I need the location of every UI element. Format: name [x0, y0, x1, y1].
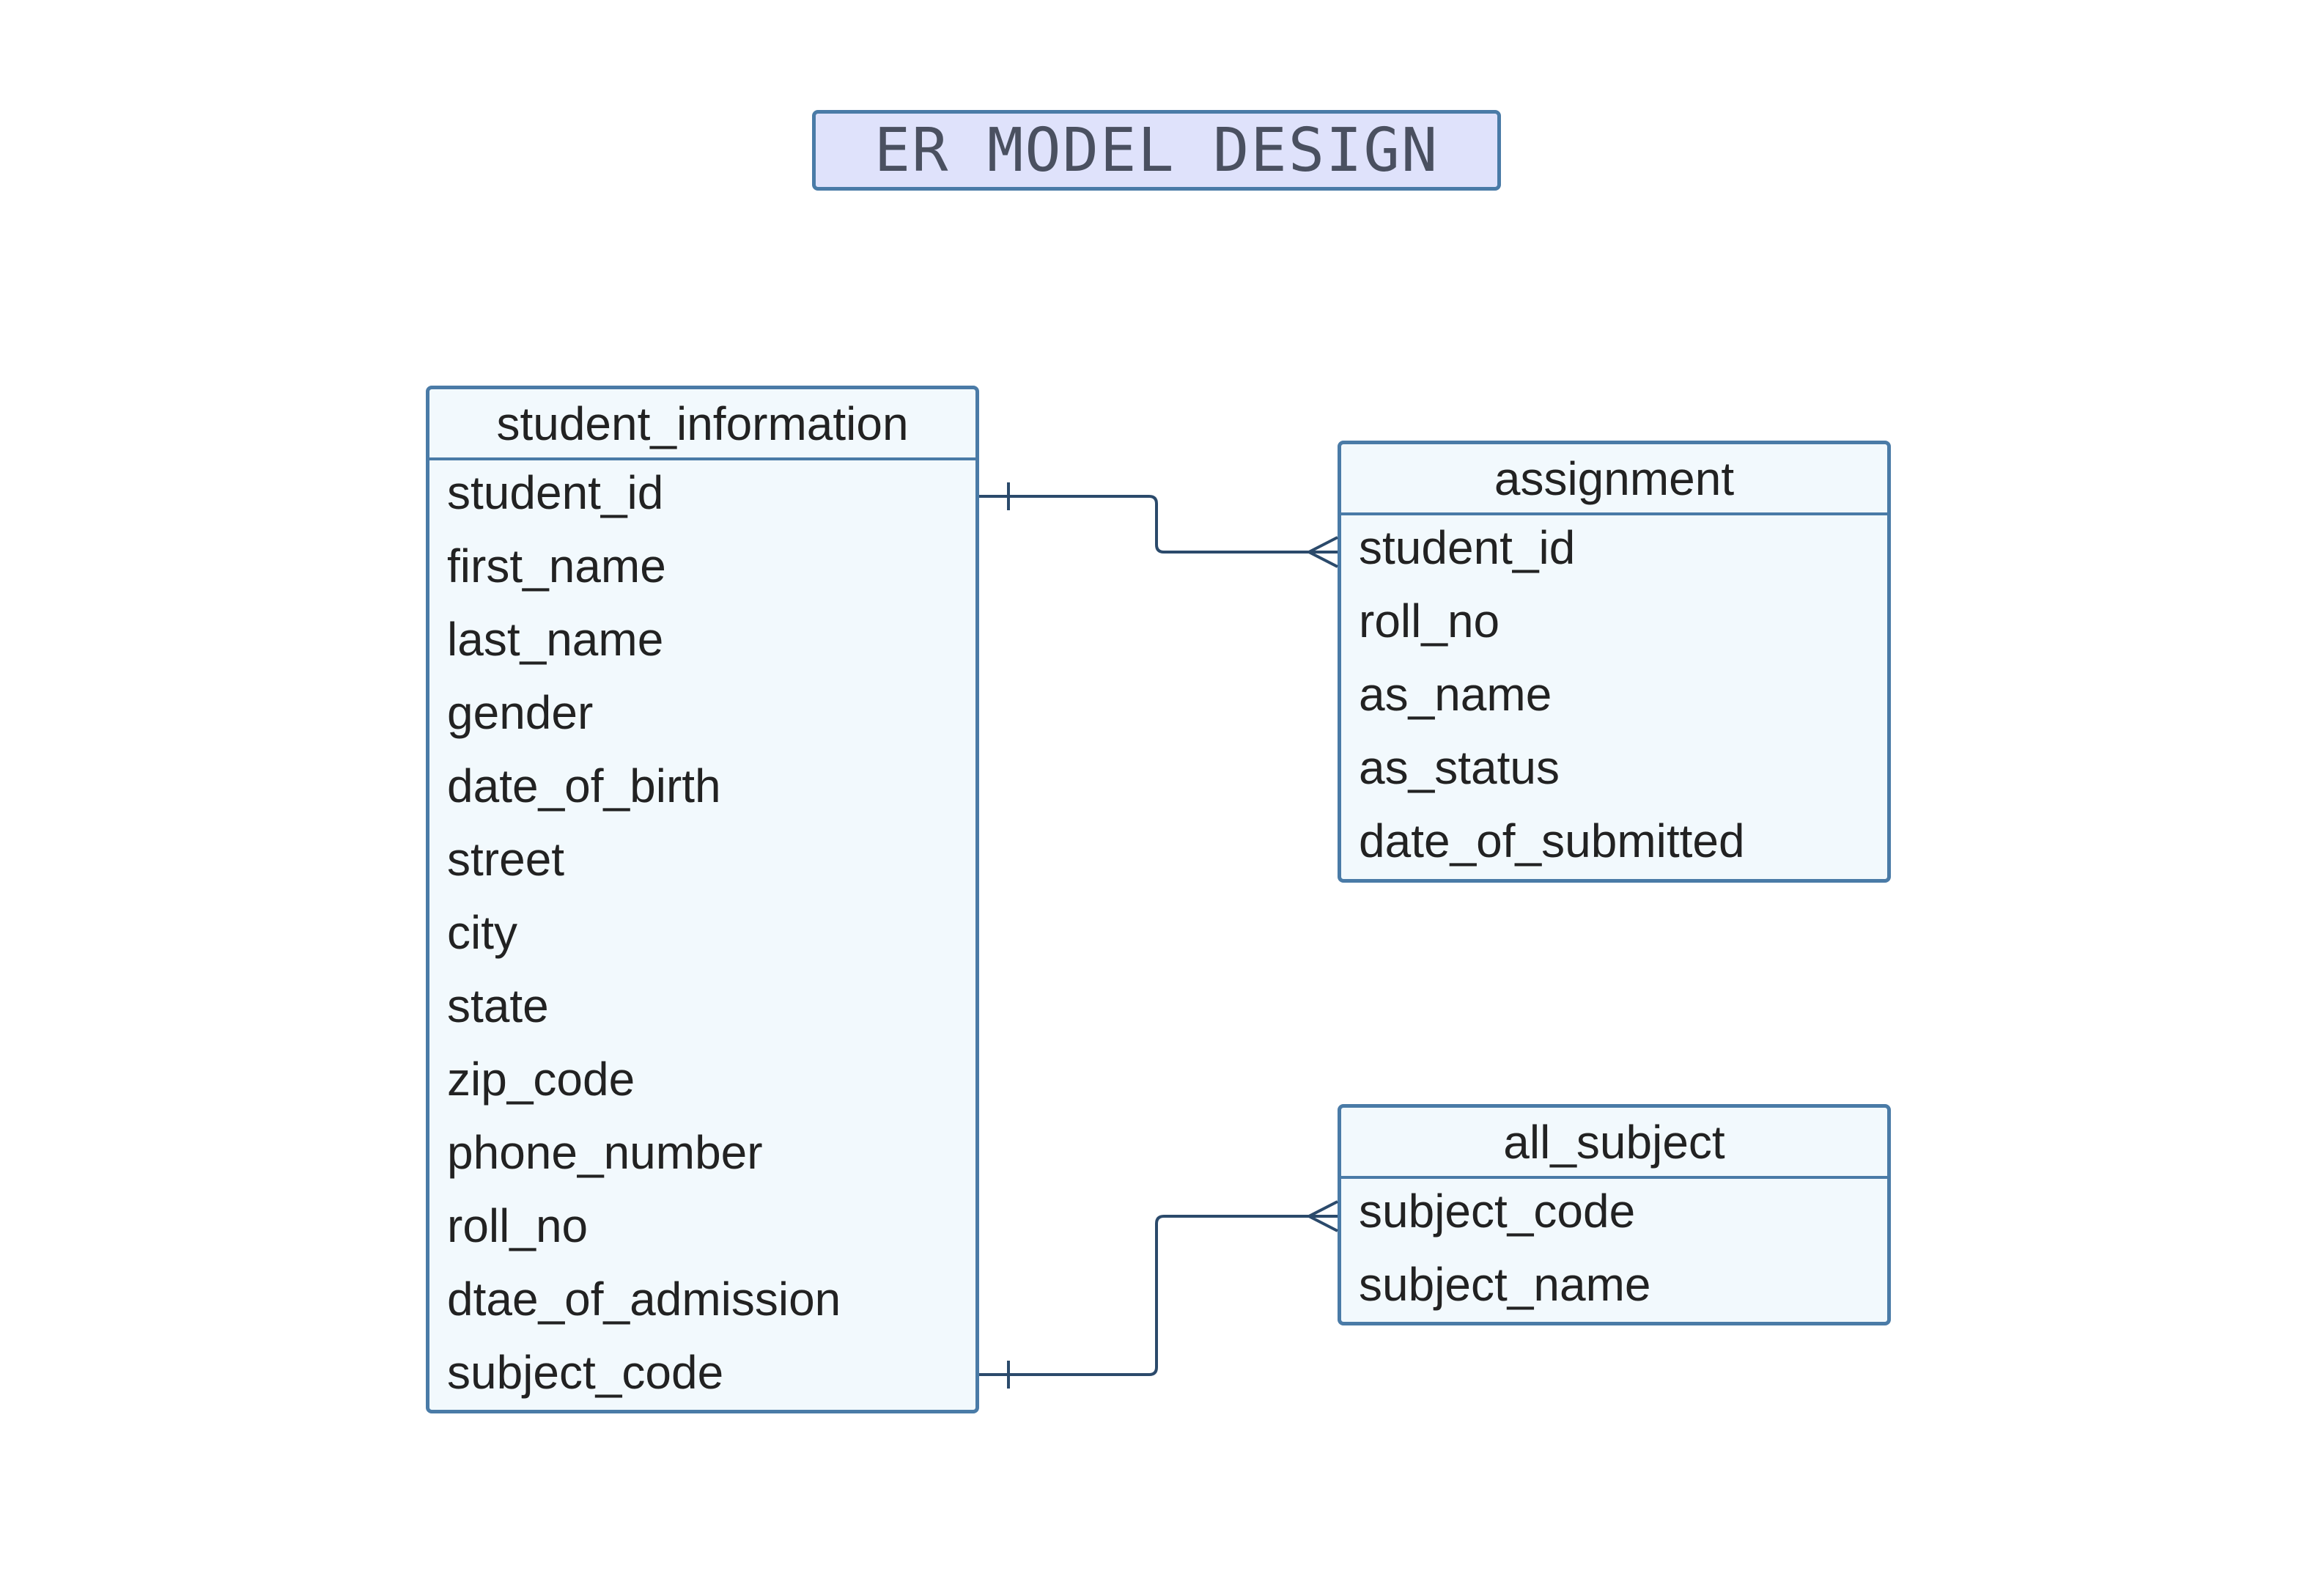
attribute-first-name: first_name	[447, 540, 666, 592]
attribute-student-id: student_id	[447, 466, 664, 519]
attribute-gender: gender	[447, 686, 594, 739]
attribute-subject-code: subject_code	[447, 1346, 724, 1399]
many-marker	[1307, 536, 1338, 568]
attribute-date-of-submitted: date_of_submitted	[1359, 814, 1745, 867]
entity-student-information[interactable]: student_information student_id first_nam…	[426, 386, 979, 1413]
attribute-student-id: student_id	[1359, 521, 1576, 574]
entity-header: student_information	[429, 389, 975, 460]
diagram-title: ER MODEL DESIGN	[812, 110, 1501, 191]
attribute-roll-no: roll_no	[1359, 595, 1500, 647]
attribute-subject-code: subject_code	[1359, 1185, 1636, 1237]
many-marker	[1307, 1200, 1338, 1232]
attribute-date-of-admission: dtae_of_admission	[447, 1273, 841, 1325]
attribute-as-name: as_name	[1359, 668, 1552, 721]
attribute-list: student_id first_name last_name gender d…	[429, 460, 975, 1416]
entity-all-subject[interactable]: all_subject subject_code subject_name	[1338, 1104, 1891, 1325]
attribute-as-status: as_status	[1359, 741, 1560, 794]
entity-header: assignment	[1341, 444, 1887, 515]
attribute-roll-no: roll_no	[447, 1199, 589, 1252]
attribute-subject-name: subject_name	[1359, 1258, 1651, 1311]
connector-line	[979, 495, 1338, 554]
attribute-city: city	[447, 906, 517, 959]
attribute-zip-code: zip_code	[447, 1053, 635, 1106]
relationship-student-subject[interactable]	[979, 1200, 1338, 1389]
entity-assignment[interactable]: assignment student_id roll_no as_name as…	[1338, 441, 1891, 883]
entity-header: all_subject	[1341, 1108, 1887, 1179]
attribute-phone-number: phone_number	[447, 1126, 763, 1179]
connector-line	[979, 1215, 1338, 1376]
attribute-street: street	[447, 833, 565, 886]
attribute-list: subject_code subject_name	[1341, 1179, 1887, 1328]
attribute-list: student_id roll_no as_name as_status dat…	[1341, 515, 1887, 885]
attribute-state: state	[447, 979, 549, 1032]
attribute-date-of-birth: date_of_birth	[447, 760, 721, 812]
attribute-last-name: last_name	[447, 613, 664, 666]
relationship-student-assignment[interactable]	[979, 482, 1338, 568]
